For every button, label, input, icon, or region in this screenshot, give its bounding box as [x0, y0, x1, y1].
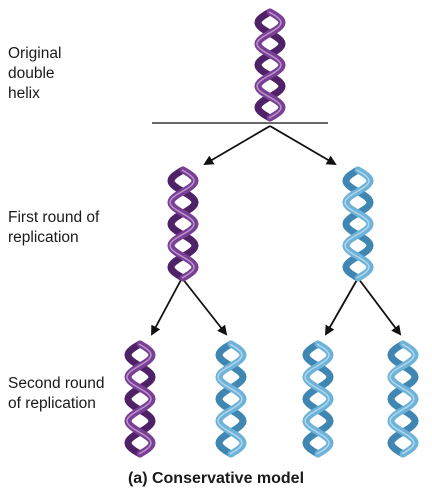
helix-highlight — [304, 343, 330, 455]
label-line: helix — [8, 85, 40, 102]
dna-helix-first-new — [342, 166, 374, 282]
helix-back-strand — [387, 340, 419, 458]
helix-highlight — [217, 343, 243, 455]
helix-back-strand — [167, 166, 199, 282]
label-line: of replication — [8, 395, 96, 412]
helix-back-strand — [215, 340, 247, 458]
label-original-double-helix: Original double helix — [8, 44, 61, 104]
helix-back-strand — [254, 8, 286, 122]
label-line: Second round — [8, 375, 105, 392]
arrow-to-second-2 — [181, 277, 228, 336]
helix-back-strand — [302, 340, 334, 458]
dna-helix-second-new — [302, 340, 334, 458]
label-line: replication — [8, 229, 79, 246]
helix-front-strand — [302, 340, 334, 458]
figure-caption: (a) Conservative model — [127, 470, 305, 487]
helix-highlight — [256, 11, 282, 119]
dna-helix-second-parental — [124, 340, 156, 458]
label-line: Original — [8, 45, 62, 62]
helix-front-strand — [167, 166, 199, 282]
helix-highlight — [126, 343, 152, 455]
dna-helix-original-parental — [254, 8, 286, 122]
arrows-group — [151, 125, 402, 336]
dna-helix-second-new — [215, 340, 247, 458]
helix-highlight — [389, 343, 415, 455]
helix-front-strand — [254, 8, 286, 122]
label-line: First round of — [8, 209, 100, 226]
helix-front-strand — [215, 340, 247, 458]
helix-back-strand — [124, 340, 156, 458]
helix-front-strand — [124, 340, 156, 458]
dna-helix-first-parental — [167, 166, 199, 282]
helix-front-strand — [342, 166, 374, 282]
arrow-to-first-left — [203, 125, 271, 166]
dna-helix-second-new — [387, 340, 419, 458]
helix-front-strand — [387, 340, 419, 458]
helix-highlight — [344, 169, 370, 279]
helix-layer — [124, 8, 419, 458]
arrow-to-second-4 — [357, 277, 402, 336]
arrow-to-second-1 — [151, 277, 183, 336]
arrow-to-first-right — [269, 125, 337, 166]
helix-back-strand — [342, 166, 374, 282]
helix-highlight — [169, 169, 195, 279]
label-second-round: Second round of replication — [8, 374, 105, 414]
label-first-round: First round of replication — [8, 208, 99, 248]
arrow-to-second-3 — [325, 277, 359, 336]
label-line: double — [8, 65, 55, 82]
